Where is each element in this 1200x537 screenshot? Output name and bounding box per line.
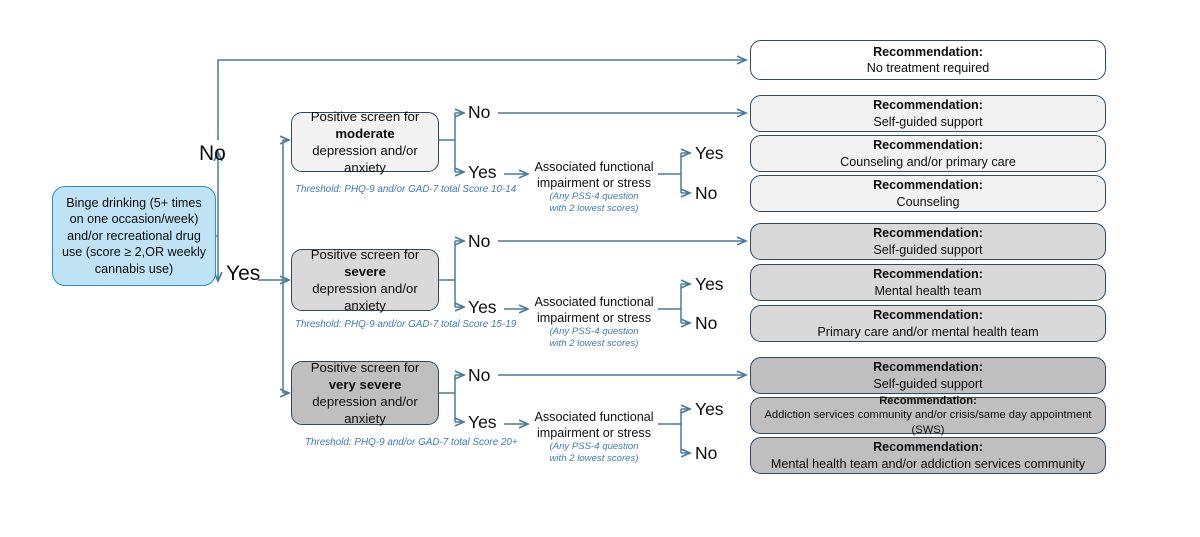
functional-sub-1: (Any PSS-4 question [549, 326, 639, 338]
functional-line-2: impairment or stress [536, 311, 652, 326]
recommendation-body: Self-guided support [873, 114, 983, 129]
pss-branch-yes-severe: Yes [695, 274, 724, 294]
pss-branch-no-severe: No [695, 313, 718, 333]
start-node-text: Binge drinking (5+ times on one occasion… [61, 196, 207, 276]
functional-line-1: Associated functional [534, 160, 654, 174]
screen-line-3: depression and/or [312, 394, 418, 409]
screen-branch-yes-moderate: Yes [468, 162, 497, 182]
screen-severity: very severe [328, 376, 402, 392]
screen-severity: moderate [335, 125, 395, 141]
screen-node-severe[interactable]: Positive screen for severe depression an… [291, 246, 439, 314]
recommendation-body: Primary care and/or mental health team [817, 324, 1039, 339]
screen-branch-yes-severe: Yes [468, 297, 497, 317]
screen-line-1: Positive screen for [310, 359, 420, 375]
functional-line-2: impairment or stress [536, 176, 652, 191]
recommendation-very-severe-1[interactable]: Recommendation: Self-guided support [750, 357, 1106, 394]
pss-branch-yes-moderate: Yes [695, 143, 724, 163]
screen-node-moderate[interactable]: Positive screen for moderate depression … [291, 109, 439, 175]
recommendation-heading: Recommendation: [873, 178, 983, 193]
screen-branch-yes-very-severe: Yes [468, 412, 497, 432]
recommendation-heading: Recommendation: [873, 360, 983, 375]
functional-sub-2: with 2 lowest scores) [549, 452, 639, 464]
screen-line-3: depression and/or [312, 281, 418, 296]
functional-line-2: impairment or stress [536, 426, 652, 441]
recommendation-heading: Recommendation: [873, 440, 983, 455]
screen-line-4: anxiety [344, 411, 386, 427]
functional-sub-2: with 2 lowest scores) [549, 202, 639, 214]
functional-node-moderate[interactable]: Associated functional impairment or stre… [531, 159, 657, 215]
functional-sub-1: (Any PSS-4 question [549, 441, 639, 453]
start-node-binge-drinking[interactable]: Binge drinking (5+ times on one occasion… [52, 186, 216, 286]
screen-line-4: anxiety [344, 298, 386, 314]
recommendation-heading: Recommendation: [873, 98, 983, 113]
screen-line-4: anxiety [344, 160, 386, 176]
functional-node-very-severe[interactable]: Associated functional impairment or stre… [531, 409, 657, 465]
screen-branch-no-severe: No [468, 231, 491, 251]
root-branch-no-label: No [199, 142, 226, 165]
recommendation-severe-2[interactable]: Recommendation: Mental health team [750, 264, 1106, 301]
recommendation-body: Self-guided support [873, 376, 983, 391]
functional-node-severe[interactable]: Associated functional impairment or stre… [531, 294, 657, 350]
screen-line-3: depression and/or [312, 143, 418, 158]
recommendation-body: Mental health team and/or addiction serv… [770, 456, 1086, 471]
recommendation-body: Counseling [896, 194, 960, 209]
functional-sub-2: with 2 lowest scores) [549, 337, 639, 349]
recommendation-heading: Recommendation: [873, 226, 983, 241]
functional-line-1: Associated functional [534, 295, 654, 309]
recommendation-moderate-3[interactable]: Recommendation: Counseling [750, 175, 1106, 212]
root-branch-yes-label: Yes [226, 262, 261, 285]
recommendation-no-treatment[interactable]: Recommendation: No treatment required [750, 40, 1106, 80]
screen-branch-no-very-severe: No [468, 365, 491, 385]
screen-severity: severe [344, 263, 386, 279]
screen-branch-no-moderate: No [468, 102, 491, 122]
recommendation-heading: Recommendation: [879, 394, 977, 407]
screen-line-1: Positive screen for [310, 246, 420, 262]
threshold-note-severe: Threshold: PHQ-9 and/or GAD-7 total Scor… [295, 319, 517, 330]
pss-branch-no-very-severe: No [695, 443, 718, 463]
threshold-note-moderate: Threshold: PHQ-9 and/or GAD-7 total Scor… [295, 184, 517, 195]
screen-line-1: Positive screen for [310, 108, 420, 124]
recommendation-very-severe-2[interactable]: Recommendation: Addiction services commu… [750, 394, 1106, 436]
recommendation-very-severe-3[interactable]: Recommendation: Mental health team and/o… [750, 437, 1106, 474]
recommendation-heading: Recommendation: [873, 267, 983, 282]
screen-node-very-severe[interactable]: Positive screen for very severe depressi… [291, 359, 439, 427]
recommendation-moderate-2[interactable]: Recommendation: Counseling and/or primar… [750, 135, 1106, 172]
recommendation-body: Self-guided support [873, 242, 983, 257]
recommendation-heading: Recommendation: [873, 138, 983, 153]
pss-branch-no-moderate: No [695, 183, 718, 203]
recommendation-heading: Recommendation: [873, 308, 983, 323]
recommendation-severe-1[interactable]: Recommendation: Self-guided support [750, 223, 1106, 260]
recommendation-body: Mental health team [874, 283, 982, 298]
functional-line-1: Associated functional [534, 410, 654, 424]
recommendation-body: Counseling and/or primary care [840, 154, 1016, 169]
functional-sub-1: (Any PSS-4 question [549, 191, 639, 203]
recommendation-body: No treatment required [866, 61, 990, 75]
pss-branch-yes-very-severe: Yes [695, 399, 724, 419]
recommendation-severe-3[interactable]: Recommendation: Primary care and/or ment… [750, 305, 1106, 342]
recommendation-heading: Recommendation: [873, 44, 983, 59]
threshold-note-very-severe: Threshold: PHQ-9 and/or GAD-7 total Scor… [305, 437, 518, 448]
recommendation-moderate-1[interactable]: Recommendation: Self-guided support [750, 95, 1106, 132]
recommendation-body: Addiction services community and/or cris… [764, 409, 1092, 436]
